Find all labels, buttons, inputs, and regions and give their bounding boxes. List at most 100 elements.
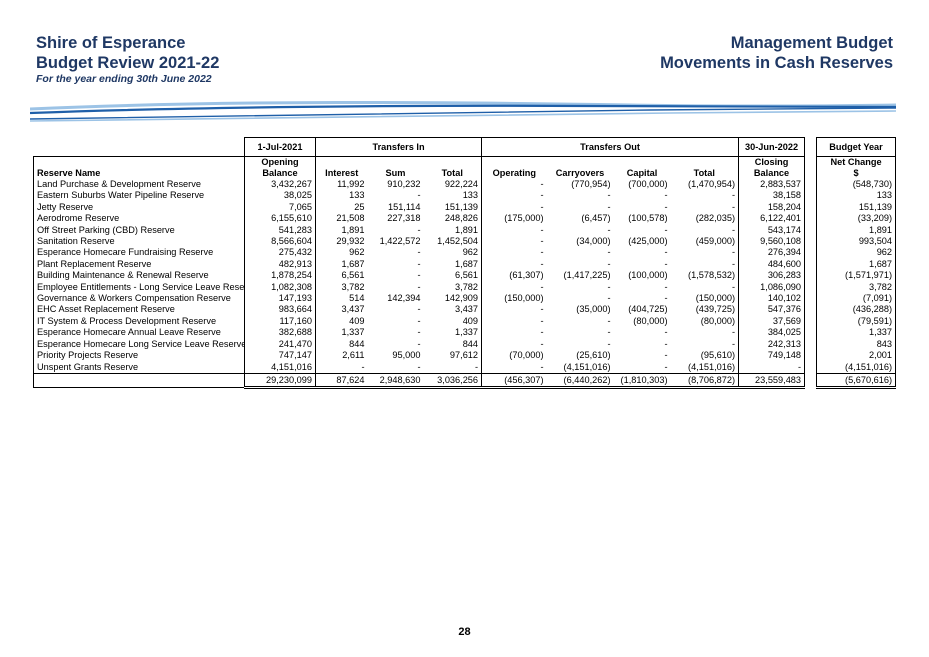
closing-balance-cell: 276,394	[738, 247, 806, 259]
net-change-cell: 843	[816, 338, 897, 351]
net-change-cell: 151,139	[816, 201, 897, 214]
operating-cell: -	[481, 236, 547, 248]
capital-cell: (700,000)	[628, 179, 668, 189]
carryovers-cell: (6,457)	[581, 213, 611, 224]
carryovers-cell: (4,151,016)	[563, 361, 611, 372]
total-out-cell: -	[731, 247, 736, 258]
net-change-cell: (436,288)	[816, 304, 897, 316]
table-row: Employee Entitlements - Long Service Lea…	[33, 281, 897, 294]
opening-header-bottom: Balance	[244, 168, 316, 179]
reserve-name-cell	[33, 372, 245, 388]
opening-balance-cell: 241,470	[244, 338, 316, 351]
total-out-cell: -	[731, 338, 736, 349]
net-change-cell: (7,091)	[816, 293, 897, 305]
total-in-cell: 142,909	[444, 293, 479, 304]
header-right: Management Budget Movements in Cash Rese…	[660, 33, 893, 73]
interest-cell: 25	[354, 201, 365, 212]
reserve-name-cell: IT System & Process Development Reserve	[33, 315, 245, 328]
opening-balance-cell: 4,151,016	[244, 361, 316, 374]
carryovers-cell: -	[607, 281, 611, 292]
interest-cell: 1,687	[341, 258, 365, 269]
total-in-cell: 3,036,256	[423, 372, 482, 389]
closing-balance-cell: 543,174	[738, 224, 806, 237]
reserve-name-cell: Building Maintenance & Renewal Reserve	[33, 270, 245, 282]
reserve-name-cell: Esperance Homecare Fundraising Reserve	[33, 247, 245, 259]
closing-header-top: Closing	[738, 156, 806, 168]
net-change-header-bottom: $	[816, 168, 897, 179]
carryovers-cell: (770,954)	[571, 179, 611, 189]
table-row: Eastern Suburbs Water Pipeline Reserve 38…	[33, 190, 897, 202]
opening-header-top: Opening	[244, 156, 316, 168]
operating-cell: -	[481, 258, 547, 271]
closing-balance-cell: 384,025	[738, 327, 806, 339]
reserve-name-cell: Esperance Homecare Long Service Leave Re…	[33, 338, 245, 351]
net-change-cell: 1,337	[816, 327, 897, 339]
reserve-name-cell: Aerodrome Reserve	[33, 213, 245, 225]
total-out-cell: (8,706,872)	[670, 372, 739, 389]
reserve-name-cell: Governance & Workers Compensation Reserv…	[33, 293, 245, 305]
opening-balance-cell: 747,147	[244, 350, 316, 362]
capital-cell: (1,810,303)	[613, 372, 671, 389]
reserve-name-cell: EHC Asset Replacement Reserve	[33, 304, 245, 316]
period-subtitle: For the year ending 30th June 2022	[36, 73, 212, 85]
review-title: Budget Review 2021-22	[36, 54, 220, 72]
capital-cell: (100,578)	[628, 213, 668, 224]
carryovers-cell: (34,000)	[576, 236, 611, 247]
total-out-cell: (150,000)	[695, 293, 736, 304]
total-in-header: Total	[441, 168, 463, 178]
reserve-name-cell: Esperance Homecare Annual Leave Reserve	[33, 327, 245, 339]
opening-balance-cell: 29,230,099	[244, 372, 316, 389]
reserve-name-cell: Eastern Suburbs Water Pipeline Reserve	[33, 190, 245, 202]
page-number: 28	[458, 626, 471, 638]
total-out-cell: (4,151,016)	[688, 361, 736, 372]
total-out-cell: -	[731, 190, 736, 201]
opening-balance-cell: 6,155,610	[244, 213, 316, 225]
carryovers-cell: -	[607, 327, 611, 338]
interest-header: Interest	[325, 168, 359, 178]
reserve-name-cell: Priority Projects Reserve	[33, 350, 245, 362]
total-in-cell: -	[474, 361, 479, 372]
carryovers-header: Carryovers	[555, 168, 605, 178]
closing-balance-cell: 158,204	[738, 201, 806, 214]
capital-cell: -	[664, 350, 668, 361]
group-header-row: 1-Jul-2021 Transfers In Transfers Out 30…	[34, 137, 897, 157]
net-change-cell: (33,209)	[816, 213, 897, 225]
interest-cell: 844	[349, 338, 365, 349]
doc-subtitle: Movements in Cash Reserves	[660, 54, 893, 72]
total-out-cell: (459,000)	[695, 236, 736, 247]
total-out-cell: -	[731, 201, 736, 212]
column-header-row-bottom: Reserve Name Balance Interest Sum Total …	[33, 168, 897, 179]
reserve-name-cell: Employee Entitlements - Long Service Lea…	[33, 281, 245, 294]
capital-cell: -	[664, 361, 668, 372]
carryovers-cell: -	[607, 201, 611, 212]
closing-balance-cell: 23,559,483	[738, 372, 806, 389]
sum-cell: -	[417, 270, 421, 281]
table-row: Esperance Homecare Fundraising Reserve 27…	[33, 247, 897, 259]
decorative-wave	[30, 100, 896, 122]
total-in-cell: 3,437	[455, 304, 479, 315]
opening-balance-cell: 8,566,604	[244, 236, 316, 248]
opening-balance-cell: 983,664	[244, 304, 316, 316]
interest-cell: 1,891	[341, 224, 365, 235]
sum-cell: 910,232	[387, 179, 421, 189]
capital-cell: (404,725)	[628, 304, 668, 315]
capital-cell: -	[664, 201, 668, 212]
capital-cell: (80,000)	[633, 315, 668, 326]
total-in-cell: 3,782	[455, 281, 479, 292]
closing-balance-cell: 242,313	[738, 338, 806, 351]
closing-balance-cell: 1,086,090	[738, 281, 806, 294]
carryovers-cell: (35,000)	[576, 304, 611, 315]
operating-cell: -	[481, 281, 547, 294]
cash-reserves-table: 1-Jul-2021 Transfers In Transfers Out 30…	[33, 137, 897, 389]
total-in-cell: 97,612	[449, 350, 479, 361]
operating-cell: -	[481, 179, 547, 191]
closing-balance-cell: 38,158	[738, 190, 806, 202]
total-out-header: Total	[693, 168, 715, 178]
closing-balance-cell: 306,283	[738, 270, 806, 282]
closing-balance-cell: 2,883,537	[738, 179, 806, 191]
